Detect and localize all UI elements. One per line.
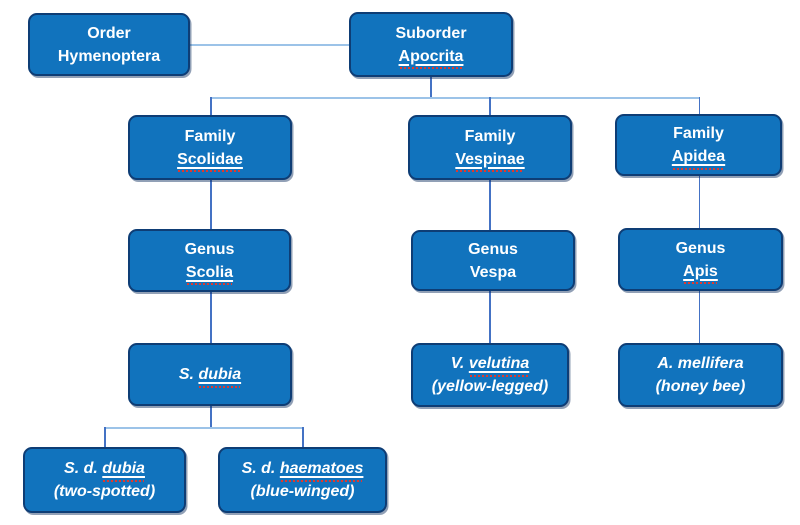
node-family-scolidae: Family Scolidae <box>128 115 292 180</box>
connector-drop-scolidae <box>210 97 212 116</box>
node-text-line2: Vespa <box>469 263 517 281</box>
connector-subspecies-branch <box>104 427 302 429</box>
node-genus-vespa: Genus Vespa <box>411 230 575 291</box>
node-text-line2: (two-spotted) <box>53 483 156 500</box>
connector-drop-sdhaematoes <box>302 427 304 448</box>
node-text-line1: Suborder <box>395 24 467 42</box>
connector-suborder-stem <box>430 77 432 98</box>
node-text-line1: Genus <box>184 240 235 258</box>
node-text-line2: Scolidae <box>177 150 243 168</box>
node-text-line2: Apidea <box>671 148 726 165</box>
node-text-line1: V. velutina <box>450 355 530 372</box>
connector-order-suborder <box>190 44 349 46</box>
connector-scolia-sdubia <box>210 292 212 344</box>
node-genus-apis: Genus Apis <box>618 228 783 291</box>
connector-vespinae-vespa <box>489 180 491 231</box>
node-text-line1: Family <box>673 125 724 142</box>
connector-drop-apidea <box>698 97 700 115</box>
node-text-line1: S. d. haematoes <box>241 460 364 477</box>
node-subspecies-s-d-dubia: S. d. dubia (two-spotted) <box>23 447 186 513</box>
connector-apis-amellifera <box>698 291 700 344</box>
node-text-line1: Order <box>87 24 131 42</box>
node-suborder-apocrita: Suborder Apocrita <box>349 12 513 77</box>
node-text-line2: (honey bee) <box>655 378 746 395</box>
node-text-line2: Apis <box>683 262 718 280</box>
node-text-line1: S. d. dubia <box>64 460 145 477</box>
connector-drop-vespinae <box>489 97 491 116</box>
node-text-line2: (yellow-legged) <box>431 378 549 395</box>
node-text-line1: Genus <box>468 240 518 258</box>
node-text-line1: S. dubia <box>178 366 242 383</box>
node-order-hymenoptera: Order Hymenoptera <box>28 13 190 76</box>
connector-scolidae-scolia <box>210 180 212 230</box>
connector-apidea-apis <box>698 176 700 229</box>
node-species-s-dubia: S. dubia <box>128 343 292 406</box>
node-text-line1: A. mellifera <box>657 355 744 372</box>
node-species-v-velutina: V. velutina (yellow-legged) <box>411 343 569 407</box>
node-text-line2: Hymenoptera <box>57 47 161 65</box>
node-text-line1: Genus <box>675 239 726 257</box>
connector-drop-sddubia <box>104 427 106 448</box>
connector-families-branch <box>210 97 700 99</box>
node-text-line2: Apocrita <box>398 47 464 65</box>
node-family-apidea: Family Apidea <box>615 114 782 176</box>
node-text-line2: Scolia <box>185 263 234 281</box>
node-text-line2: (blue-winged) <box>250 483 355 500</box>
node-family-vespinae: Family Vespinae <box>408 115 572 180</box>
node-species-a-mellifera: A. mellifera (honey bee) <box>618 343 783 407</box>
node-text-line2: Vespinae <box>455 150 525 168</box>
connector-vespa-vvelutina <box>489 291 491 344</box>
connector-sdubia-stem <box>210 406 212 428</box>
node-subspecies-s-d-haematoes: S. d. haematoes (blue-winged) <box>218 447 387 513</box>
node-text-line1: Family <box>464 127 516 145</box>
node-genus-scolia: Genus Scolia <box>128 229 291 292</box>
node-text-line1: Family <box>184 127 236 145</box>
